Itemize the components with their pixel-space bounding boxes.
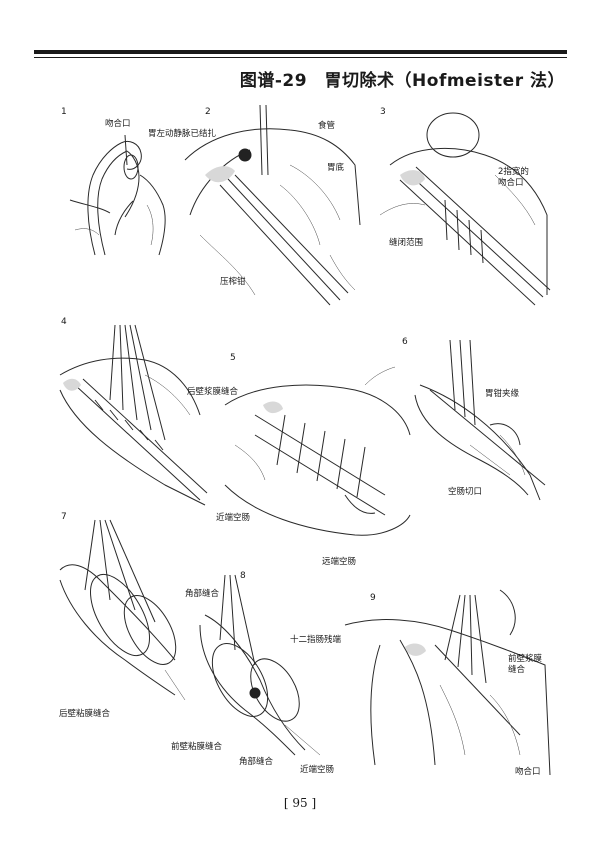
figure-1: 1 吻合口 <box>55 105 170 270</box>
figure-9-number: 9 <box>370 593 376 603</box>
figure-5-label-posterior-seromuscular: 后壁浆膜缝合 <box>187 387 239 397</box>
figure-8: 8 角部缝合 前壁粘膜缝合 角部缝合 <box>171 565 335 767</box>
figure-1-label-anastomosis: 吻合口 <box>105 119 131 129</box>
figure-5-label-proximal-jejunum: 近端空肠 <box>216 513 251 523</box>
figure-9-drawing <box>344 589 551 776</box>
figure-3-label-suture-range: 缝闭范围 <box>389 238 424 248</box>
figure-3: 3 2指宽的吻合口 缝闭范围 <box>375 105 555 310</box>
figure-4: 4 <box>55 315 215 510</box>
figure-8-number: 8 <box>240 571 246 581</box>
header-rule-thick <box>34 50 567 54</box>
figure-1-number: 1 <box>61 107 67 117</box>
figure-6-label-jejunum-incision: 空肠切口 <box>448 487 483 497</box>
figure-4-number: 4 <box>61 317 67 327</box>
figure-5-label-distal-jejunum: 远端空肠 <box>322 557 357 567</box>
figure-3-drawing <box>379 112 551 306</box>
figure-1-drawing <box>69 134 166 256</box>
figure-7-drawing <box>59 519 186 701</box>
figure-3-number: 3 <box>380 107 386 117</box>
figure-2-label-left-gastric-vein: 胃左动静脉已结扎 <box>148 129 217 139</box>
figure-7: 7 后壁粘膜缝合 <box>55 510 190 725</box>
page-number: [ 95 ] <box>283 796 317 810</box>
figure-2: 2 胃左动静脉已结扎 食管 胃底 压榨钳 <box>148 104 365 315</box>
figure-6-number: 6 <box>402 337 408 347</box>
figure-5: 5 后壁浆膜缝合 近端空肠 远端空肠 <box>187 345 415 575</box>
figure-9-label-duodenal-stump: 十二指肠残端 <box>290 635 342 645</box>
figure-2-number: 2 <box>205 107 211 117</box>
figure-9-label-anastomosis: 吻合口 <box>515 767 541 777</box>
figure-7-label-posterior-mucosa: 后壁粘膜缝合 <box>59 709 111 719</box>
figure-6: 6 胃钳夹缘 空肠切口 <box>400 335 555 510</box>
figure-7-number: 7 <box>61 512 67 522</box>
figure-4-drawing <box>59 324 208 506</box>
figure-9: 9 十二指肠残端 前壁浆膜缝合 近端空肠 吻合口 <box>290 585 565 785</box>
figure-9-label-anterior-seromuscular: 前壁浆膜缝合 <box>508 654 543 675</box>
figure-6-drawing <box>414 339 546 501</box>
figure-2-label-fundus: 胃底 <box>327 163 345 173</box>
figure-9-label-proximal-jejunum: 近端空肠 <box>300 765 335 775</box>
figure-2-label-esophagus: 食管 <box>318 121 336 131</box>
figure-5-number: 5 <box>230 353 236 363</box>
figure-2-drawing <box>184 104 361 306</box>
figure-8-drawing <box>199 574 321 756</box>
figure-5-drawing <box>224 366 411 536</box>
figure-3-label-anastomosis-width: 2指宽的吻合口 <box>498 167 529 188</box>
header-rule-thin <box>34 57 567 58</box>
figure-8-label-anterior-mucosa: 前壁粘膜缝合 <box>171 742 223 752</box>
figure-2-label-crush-clamp: 压榨钳 <box>220 277 246 287</box>
figure-6-label-stomach-clamp-edge: 胃钳夹缘 <box>485 389 520 399</box>
figure-8-label-corner-suture-bottom: 角部缝合 <box>239 757 274 767</box>
page-title: 图谱-29 胃切除术（Hofmeister 法） <box>239 71 565 91</box>
figure-8-label-corner-suture-top: 角部缝合 <box>185 589 220 599</box>
